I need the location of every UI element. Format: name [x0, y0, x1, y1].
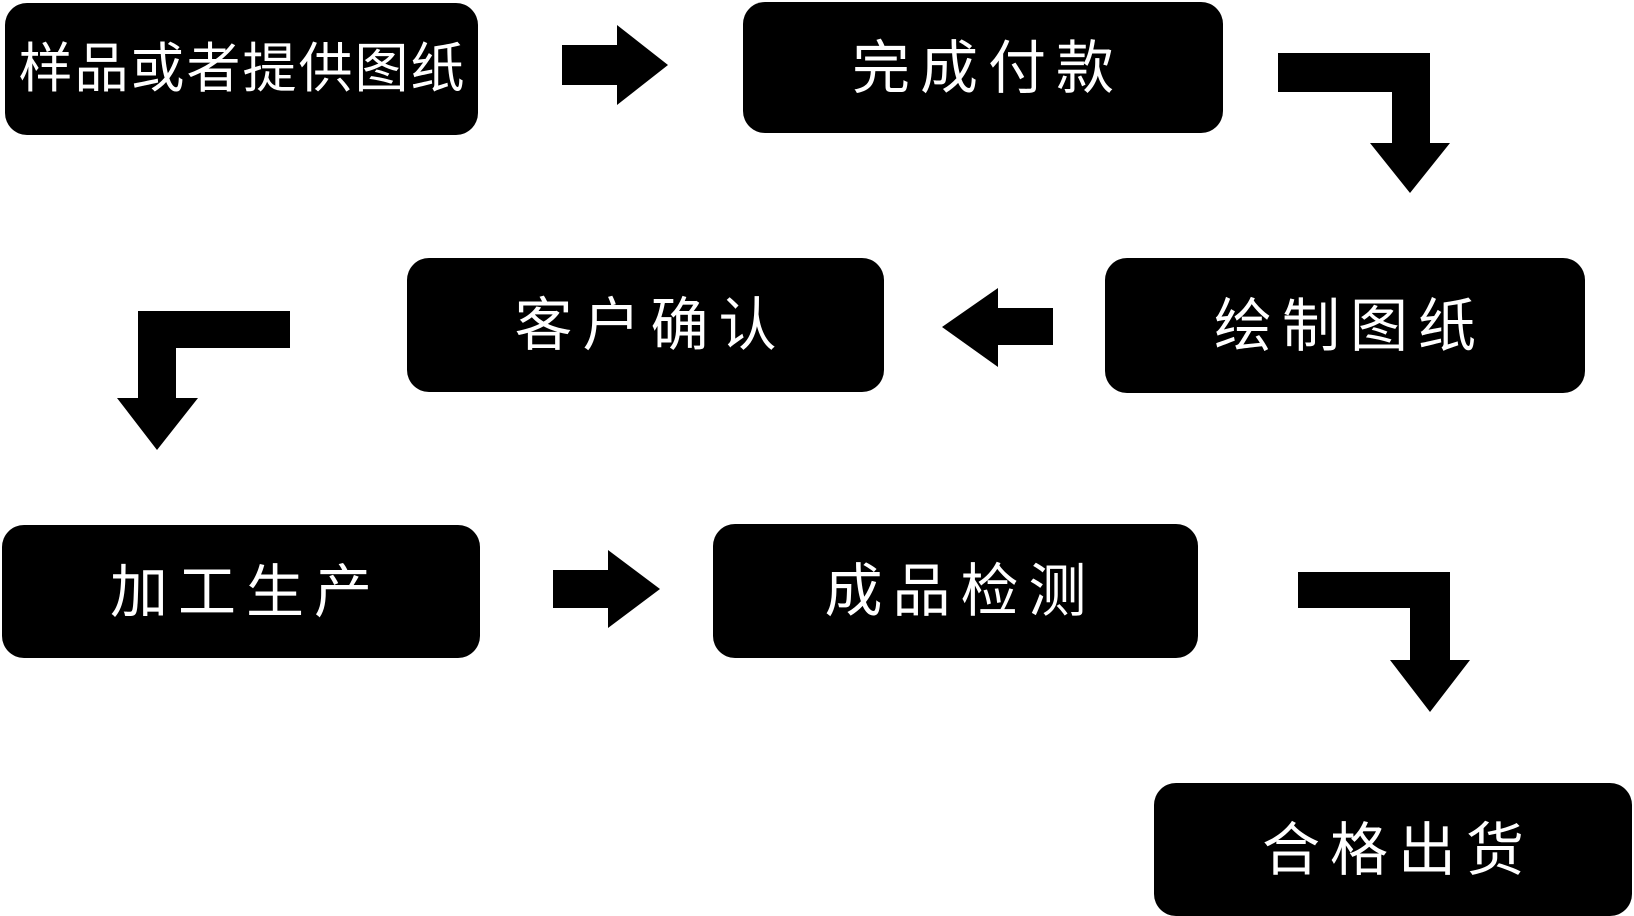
right-arrow-icon [562, 25, 668, 105]
elbow-down-arrow-icon [1298, 572, 1470, 712]
flow-node-label: 成品检测 [824, 557, 1097, 625]
flow-node-customer-confirmation: 客户确认 [407, 258, 884, 392]
flow-node-label: 样品或者提供图纸 [18, 37, 467, 100]
elbow-down-arrow-icon [1278, 53, 1450, 193]
flow-node-label: 完成付款 [851, 33, 1124, 102]
flow-node-label: 客户确认 [514, 291, 787, 359]
flow-node-label: 合格出货 [1261, 815, 1534, 884]
right-arrow-icon [553, 550, 660, 628]
flow-node-processing-production: 加工生产 [2, 525, 480, 658]
flow-node-sample-or-drawings: 样品或者提供图纸 [5, 3, 478, 135]
flow-node-label: 加工生产 [109, 557, 382, 626]
elbow-down-arrow-icon [117, 311, 290, 450]
flow-node-finished-product-inspection: 成品检测 [713, 524, 1198, 658]
flow-node-qualified-shipment: 合格出货 [1154, 783, 1632, 916]
flow-node-label: 绘制图纸 [1213, 291, 1486, 360]
flow-node-draw-drawings: 绘制图纸 [1105, 258, 1585, 393]
flow-node-complete-payment: 完成付款 [743, 2, 1223, 133]
left-arrow-icon [942, 288, 1053, 367]
